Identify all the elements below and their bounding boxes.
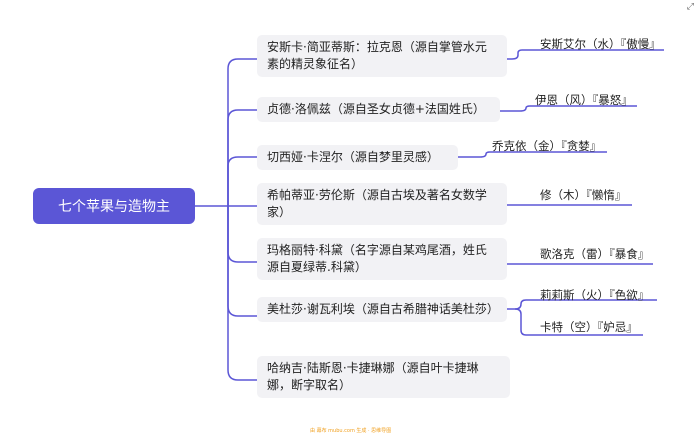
leaf-node-3[interactable]: 乔克依（金）『贪婪』 [492, 139, 602, 153]
branch-label: 安斯卡·简亚蒂斯：拉克恩（源自掌管水元素的精灵象征名） [267, 40, 487, 71]
branch-node-7[interactable]: 哈纳吉·陆斯恩·卡捷琳娜（源自叶卡捷琳娜，断字取名） [257, 356, 510, 398]
leaf-node-6a[interactable]: 莉莉斯（火）『色欲』 [540, 288, 650, 302]
leaf-line-2 [500, 105, 637, 112]
leaf-line-3 [458, 151, 607, 158]
leaf-node-4[interactable]: 修（木）『懒惰』 [540, 188, 627, 202]
leaf-line-6b [514, 308, 643, 336]
leaf-line-1 [507, 49, 664, 60]
leaf-node-5[interactable]: 歌洛克（雷）『暴食』 [540, 247, 650, 261]
branch-label: 切西娅·卡涅尔（源自梦里灵感） [267, 150, 439, 164]
trunk-branch-2 [227, 109, 257, 206]
root-label: 七个苹果与造物主 [58, 199, 170, 215]
branch-node-6[interactable]: 美杜莎·谢瓦利埃（源自古希腊神话美杜莎） [257, 297, 507, 322]
branch-label: 希帕蒂亚·劳伦斯（源自古埃及著名女数学家） [267, 188, 487, 219]
branch-label: 哈纳吉·陆斯恩·卡捷琳娜（源自叶卡捷琳娜，断字取名） [267, 361, 479, 392]
branch-node-3[interactable]: 切西娅·卡涅尔（源自梦里灵感） [257, 145, 458, 170]
branch-label: 美杜莎·谢瓦利埃（源自古希腊神话美杜莎） [267, 302, 499, 316]
watermark: 由 幕布 mubu.com 生成 · 思维导图 [310, 428, 392, 434]
branch-label: 贞德·洛佩兹（源自圣女贞德+法国姓氏） [267, 102, 485, 116]
leaf-node-6b[interactable]: 卡特（空）『妒忌』 [540, 320, 638, 334]
trunk-branch-7 [227, 206, 257, 381]
branch-node-5[interactable]: 玛格丽特·科黛（名字源自某鸡尾酒，姓氏源自夏绿蒂.科黛） [257, 238, 507, 280]
trunk-branch-5 [227, 206, 257, 263]
leaf-node-1[interactable]: 安斯艾尔（水）『傲慢』 [540, 37, 661, 51]
trunk-branch-1 [227, 58, 257, 206]
branch-label: 玛格丽特·科黛（名字源自某鸡尾酒，姓氏源自夏绿蒂.科黛） [267, 243, 487, 274]
root-node[interactable]: 七个苹果与造物主 [33, 188, 195, 224]
branch-node-4[interactable]: 希帕蒂亚·劳伦斯（源自古埃及著名女数学家） [257, 183, 507, 225]
branch-node-2[interactable]: 贞德·洛佩兹（源自圣女贞德+法国姓氏） [257, 97, 500, 122]
branch-node-1[interactable]: 安斯卡·简亚蒂斯：拉克恩（源自掌管水元素的精灵象征名） [257, 35, 507, 77]
trunk-branch-3 [227, 156, 257, 206]
expand-icon[interactable]: ⤢ [686, 2, 694, 12]
leaf-node-2[interactable]: 伊恩（风）『暴怒』 [535, 93, 633, 107]
